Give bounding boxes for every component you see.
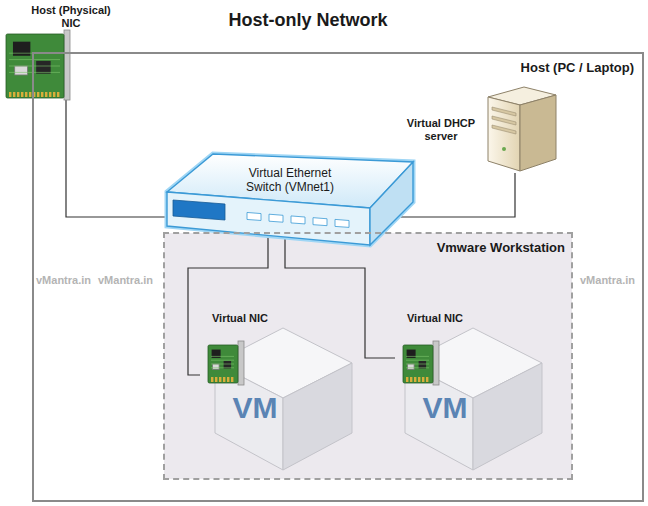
card-contact xyxy=(45,92,47,97)
node-label: VM xyxy=(225,390,285,426)
card-chip xyxy=(36,61,51,74)
physical-nic: Host (Physical) NIC xyxy=(2,2,118,98)
network-link xyxy=(401,173,515,217)
node-label: Virtual NIC xyxy=(200,312,280,325)
label-holder: vMantra.in xyxy=(580,274,635,287)
card-trace xyxy=(406,356,429,357)
card-contact xyxy=(227,377,229,382)
watermark: vMantra.in xyxy=(580,274,635,287)
card-contact xyxy=(57,92,59,97)
server-bay xyxy=(492,107,516,116)
card-contact xyxy=(426,377,428,382)
drawing-part xyxy=(215,328,352,470)
switch-front xyxy=(167,192,370,245)
drawing-part xyxy=(208,341,244,385)
card-contact xyxy=(25,92,27,97)
card-contact xyxy=(414,377,416,382)
node-label: Virtual NIC xyxy=(395,312,475,325)
card-board xyxy=(403,345,433,383)
cube-right xyxy=(283,363,352,470)
watermark: vMantra.in xyxy=(36,274,91,287)
card-board xyxy=(208,345,238,383)
node-label: Host (Physical) NIC xyxy=(28,4,114,30)
server-front xyxy=(488,97,520,171)
watermark: vMantra.in xyxy=(98,274,153,287)
dhcp-server: Virtual DHCP server xyxy=(400,85,560,173)
card-contact xyxy=(223,377,225,382)
diagram-title: Host-only Network xyxy=(0,10,616,32)
card-contact xyxy=(215,377,217,382)
network-link xyxy=(66,98,165,217)
drawing-part xyxy=(403,341,439,385)
card-contact xyxy=(13,92,15,97)
drawing-part xyxy=(6,30,70,100)
switch-port xyxy=(247,212,261,220)
card-bracket xyxy=(433,341,439,385)
card-contact xyxy=(231,377,233,382)
switch-port xyxy=(335,219,349,227)
server-bay xyxy=(492,125,516,134)
card-trace xyxy=(9,72,60,73)
card-chip xyxy=(13,42,30,56)
card-chip xyxy=(224,361,232,369)
node-label: Virtual Ethernet Switch (VMnet1) xyxy=(235,166,345,195)
switch-port xyxy=(313,218,327,226)
node-label: Virtual DHCP server xyxy=(400,117,482,143)
card-contact xyxy=(422,377,424,382)
card-contact xyxy=(53,92,55,97)
card-contact xyxy=(219,377,221,382)
switch-port xyxy=(269,214,283,222)
card-trace xyxy=(211,356,234,357)
workstation-fill xyxy=(164,233,572,479)
card-contact xyxy=(418,377,420,382)
card-board xyxy=(6,34,64,98)
card-contact xyxy=(17,92,19,97)
card-trace xyxy=(211,367,234,368)
title-holder: Host-only Network xyxy=(0,10,616,32)
card-bracket xyxy=(64,30,70,100)
card-contact xyxy=(21,92,23,97)
drawing-part xyxy=(488,87,556,171)
card-contact xyxy=(406,377,408,382)
card-trace xyxy=(9,59,60,60)
card-chip xyxy=(419,361,427,369)
card-chip xyxy=(15,66,28,75)
cube-right xyxy=(473,363,542,470)
card-chip xyxy=(213,364,220,369)
server-bay xyxy=(492,116,516,125)
card-contact xyxy=(410,377,412,382)
label-holder: vMantra.in xyxy=(98,274,153,287)
card-contact xyxy=(49,92,51,97)
card-trace xyxy=(406,367,429,368)
server-led xyxy=(502,147,506,151)
virtual-nic: Virtual NIC xyxy=(395,312,479,384)
workstation-box: Vmware WorkstationVirtual NIC VM Virtual N… xyxy=(163,232,573,480)
card-icon xyxy=(2,2,114,98)
card-trace xyxy=(406,360,429,361)
card-trace xyxy=(211,364,234,365)
drawing-part xyxy=(405,328,542,470)
card-trace xyxy=(9,66,60,67)
switch-panel xyxy=(173,200,225,220)
switch-port xyxy=(291,216,305,224)
node-label: VM xyxy=(415,390,475,426)
virtual-nic: Virtual NIC xyxy=(200,312,284,384)
card-trace xyxy=(211,360,234,361)
card-trace xyxy=(406,364,429,365)
node-label: Host (PC / Laptop) xyxy=(494,60,634,76)
card-contact xyxy=(211,377,213,382)
label-holder: vMantra.in xyxy=(36,274,91,287)
server-side xyxy=(520,95,556,171)
card-contact xyxy=(9,92,11,97)
node-label: Vmware Workstation xyxy=(415,240,565,256)
card-contact xyxy=(41,92,43,97)
card-bracket xyxy=(238,341,244,385)
card-contact xyxy=(37,92,39,97)
card-chip xyxy=(408,364,415,369)
